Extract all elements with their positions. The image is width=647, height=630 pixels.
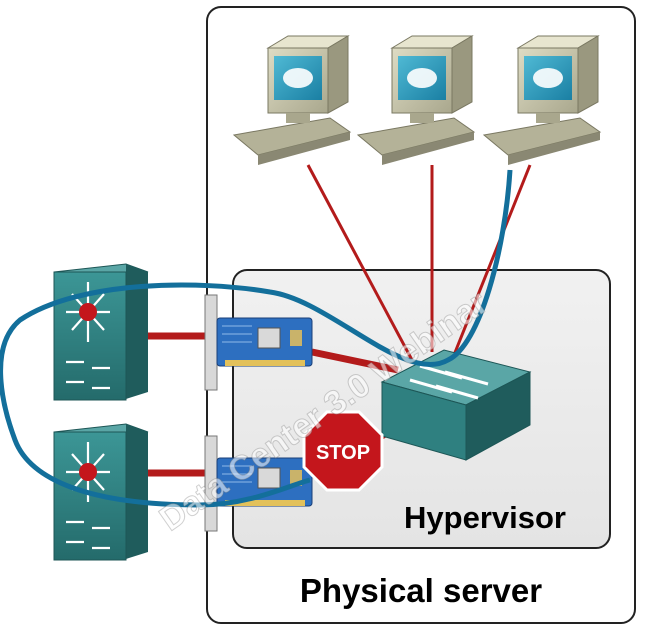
physical-server-label: Physical server [300, 572, 542, 609]
vm-links [306, 164, 532, 361]
nic-1 [204, 294, 313, 391]
stop-sign-icon: STOP [302, 410, 384, 492]
physical-switch-1 [53, 263, 149, 401]
vm-computer-1 [232, 35, 352, 165]
vm-computer-3 [482, 35, 602, 165]
physical-switch-2 [53, 423, 149, 561]
hypervisor-label: Hypervisor [404, 500, 566, 535]
stop-sign-label: STOP [316, 442, 370, 464]
layer3-switch-icon [53, 431, 127, 561]
nic-2 [204, 435, 313, 532]
uplink-nic1-vswitch [311, 348, 399, 374]
vm-computer-2 [356, 35, 476, 165]
vm-link-3 [450, 164, 532, 361]
loop-path [0, 169, 513, 508]
vm-link-1 [306, 164, 414, 361]
